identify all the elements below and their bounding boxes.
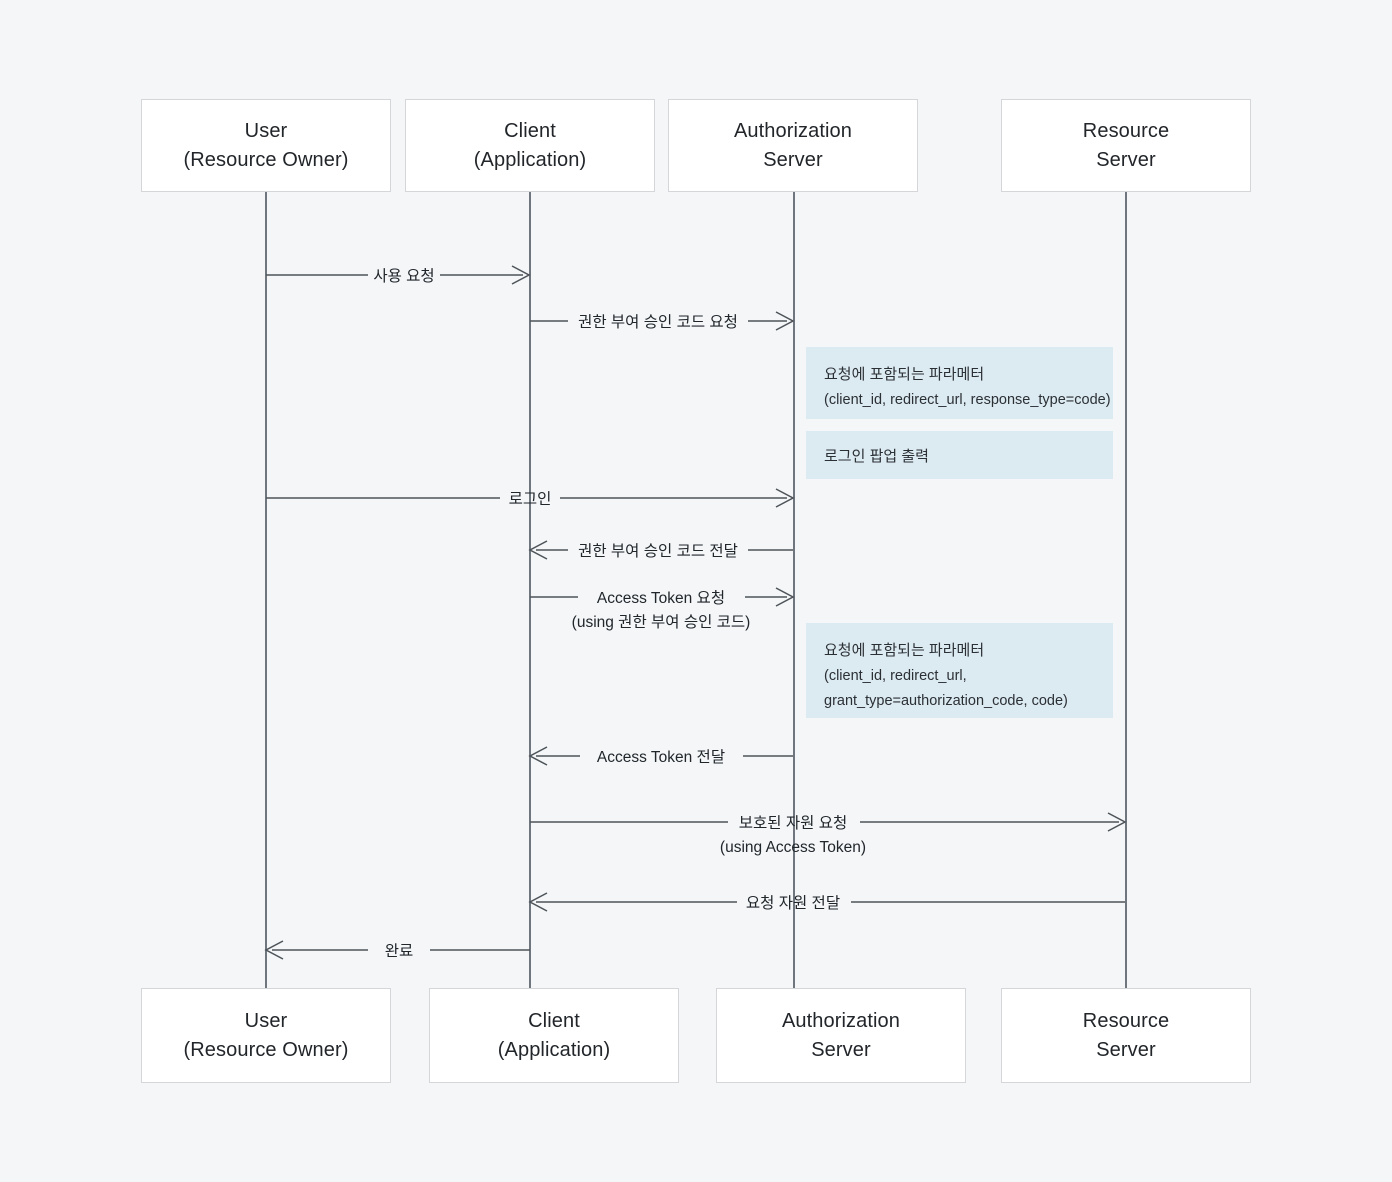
participant-label-line1: Resource bbox=[1082, 120, 1170, 143]
participant-label-line2: (Resource Owner) bbox=[183, 148, 349, 171]
participant-label-line2: Server bbox=[1096, 1038, 1156, 1061]
message-subtext: (using Access Token) bbox=[719, 839, 867, 857]
participant-label-line2: (Application) bbox=[473, 148, 587, 171]
participant-box-client-top: Client (Application) bbox=[405, 99, 655, 192]
message-text: Access Token 전달 bbox=[596, 749, 726, 766]
message-label-m5: Access Token 요청 (using 권한 부여 승인 코드) bbox=[566, 587, 757, 635]
arrowhead-m1 bbox=[511, 265, 531, 285]
message-label-m2: 권한 부여 승인 코드 요청 bbox=[572, 311, 744, 335]
arrowhead-m9 bbox=[264, 940, 284, 960]
arrowhead-m8 bbox=[528, 892, 548, 912]
message-text: 권한 부여 승인 코드 요청 bbox=[578, 314, 738, 331]
message-text: 요청 자원 전달 bbox=[745, 895, 841, 912]
message-label-m8: 요청 자원 전달 bbox=[740, 892, 846, 916]
participant-box-resource-server-top: Resource Server bbox=[1001, 99, 1251, 192]
note-line: 로그인 팝업 출력 bbox=[824, 448, 929, 465]
message-label-m3: 로그인 bbox=[503, 488, 558, 512]
participant-label-line2: Server bbox=[763, 148, 823, 171]
lifeline-resource-server bbox=[1125, 192, 1127, 988]
participant-label-line1: Resource bbox=[1082, 1010, 1170, 1033]
participant-box-client-bottom: Client (Application) bbox=[429, 988, 679, 1083]
note-line: (client_id, redirect_url, bbox=[824, 667, 967, 684]
arrowhead-m7 bbox=[1107, 812, 1127, 832]
message-text: 사용 요청 bbox=[373, 268, 435, 285]
message-subtext: (using 권한 부여 승인 코드) bbox=[571, 614, 751, 632]
participant-label-line1: Authorization bbox=[781, 1010, 901, 1033]
message-text: 권한 부여 승인 코드 전달 bbox=[578, 543, 738, 560]
participant-box-user-top: User (Resource Owner) bbox=[141, 99, 391, 192]
arrowhead-m4 bbox=[528, 540, 548, 560]
message-text: 완료 bbox=[384, 943, 414, 960]
lifeline-client bbox=[529, 192, 531, 988]
message-text: 보호된 자원 요청 bbox=[738, 815, 848, 832]
participant-label-line1: Authorization bbox=[733, 120, 853, 143]
arrowhead-m5 bbox=[775, 587, 795, 607]
arrowhead-m6 bbox=[528, 746, 548, 766]
participant-box-authorization-server-bottom: Authorization Server bbox=[716, 988, 966, 1083]
participant-box-authorization-server-top: Authorization Server bbox=[668, 99, 918, 192]
participant-label-line2: Server bbox=[811, 1038, 871, 1061]
note-login-popup: 로그인 팝업 출력 bbox=[806, 431, 1113, 479]
lifeline-authorization-server bbox=[793, 192, 795, 988]
participant-box-resource-server-bottom: Resource Server bbox=[1001, 988, 1251, 1083]
participant-label-line2: Server bbox=[1096, 148, 1156, 171]
note-authorization-request-params: 요청에 포함되는 파라메터 (client_id, redirect_url, … bbox=[806, 347, 1113, 419]
note-line: 요청에 포함되는 파라메터 bbox=[824, 642, 985, 659]
message-label-m1: 사용 요청 bbox=[367, 265, 440, 289]
message-text: 로그인 bbox=[508, 491, 552, 508]
arrowhead-m3 bbox=[775, 488, 795, 508]
participant-label-line1: Client bbox=[504, 120, 556, 143]
participant-label-line2: (Resource Owner) bbox=[183, 1038, 349, 1061]
participant-label-line1: User bbox=[244, 1010, 288, 1033]
participant-label-line2: (Application) bbox=[497, 1038, 611, 1061]
message-label-m9: 완료 bbox=[379, 940, 420, 964]
message-label-m4: 권한 부여 승인 코드 전달 bbox=[572, 540, 744, 564]
note-line: 요청에 포함되는 파라메터 bbox=[824, 366, 985, 383]
message-label-m6: Access Token 전달 bbox=[591, 746, 731, 770]
lifeline-user bbox=[265, 192, 267, 988]
arrowhead-m2 bbox=[775, 311, 795, 331]
message-text: Access Token 요청 bbox=[596, 590, 726, 607]
message-label-m7: 보호된 자원 요청 (using Access Token) bbox=[714, 812, 872, 860]
note-token-request-params: 요청에 포함되는 파라메터 (client_id, redirect_url, … bbox=[806, 623, 1113, 718]
participant-label-line1: Client bbox=[528, 1010, 580, 1033]
note-line: grant_type=authorization_code, code) bbox=[824, 692, 1068, 709]
note-line: (client_id, redirect_url, response_type=… bbox=[824, 391, 1111, 408]
participant-label-line1: User bbox=[244, 120, 288, 143]
participant-box-user-bottom: User (Resource Owner) bbox=[141, 988, 391, 1083]
